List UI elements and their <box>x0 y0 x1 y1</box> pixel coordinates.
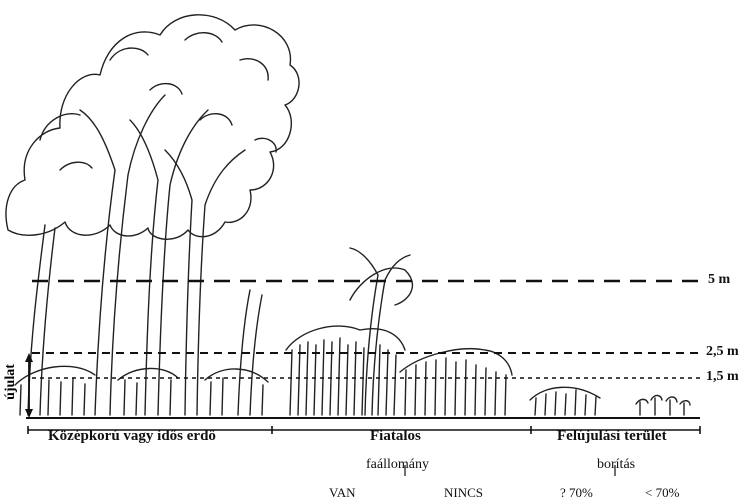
option-axis <box>405 465 615 476</box>
height-label-1-5m: 1,5 m <box>706 369 739 385</box>
regeneration-seedlings-sparse <box>636 395 690 415</box>
category-regeneration-area: Felújulási terület <box>557 428 667 445</box>
mature-trunk-1 <box>28 225 55 415</box>
option-cover-low: < 70% <box>645 485 679 501</box>
mature-canopy-outline <box>6 15 299 240</box>
young-stand-thicket <box>286 326 405 415</box>
regeneration-height-arrow <box>25 353 33 418</box>
tree-illustrations <box>6 15 690 415</box>
mature-trunk-2 <box>80 95 165 415</box>
option-cover-high: ? 70% <box>560 485 593 501</box>
category-young-stand: Fiatalos <box>370 428 421 445</box>
young-stand-tree <box>350 248 412 415</box>
height-label-5m: 5 m <box>708 272 730 288</box>
category-mature-forest: Középkorú vagy idős erdő <box>48 428 216 445</box>
option-stand-no: NINCS <box>444 485 483 501</box>
mature-trunk-4 <box>165 150 245 415</box>
regeneration-seedlings-dense <box>530 387 600 415</box>
regeneration-label: újulat <box>1 352 21 412</box>
mature-understory <box>15 366 268 415</box>
young-stand-shrubs <box>400 349 512 415</box>
height-label-2-5m: 2,5 m <box>706 344 739 360</box>
criterion-stand: faállomány <box>366 457 429 473</box>
option-stand-yes: VAN <box>329 485 356 501</box>
criterion-cover: borítás <box>597 457 635 473</box>
